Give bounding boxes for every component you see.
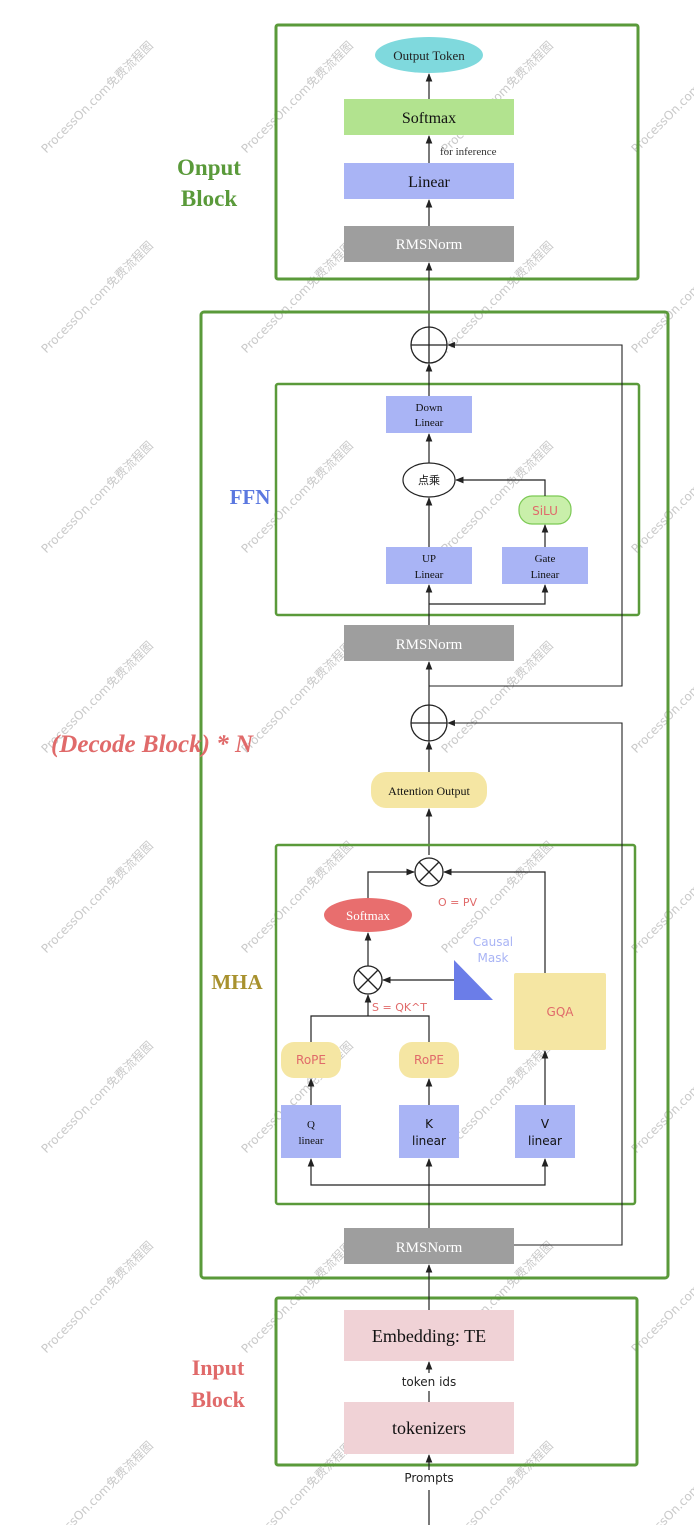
watermark-text: ProcessOn.com免费流程图 bbox=[38, 38, 156, 156]
watermark-text: ProcessOn.com免费流程图 bbox=[628, 438, 694, 556]
s-eq-label: S = QK^T bbox=[372, 1001, 427, 1014]
v-linear-label-1: V bbox=[541, 1117, 550, 1131]
down-linear-label-1: Down bbox=[416, 402, 443, 414]
v-linear-label-2: linear bbox=[528, 1134, 562, 1148]
output-rmsnorm-label: RMSNorm bbox=[396, 237, 463, 253]
up-linear-label-2: Linear bbox=[415, 569, 444, 581]
watermark-text: ProcessOn.com免费流程图 bbox=[238, 38, 356, 156]
causal-mask-shape bbox=[454, 960, 493, 1000]
k-linear-node bbox=[399, 1105, 459, 1158]
output-linear-node bbox=[344, 163, 514, 199]
input-block-label-1: Input bbox=[192, 1355, 245, 1380]
watermark-text: ProcessOn.com免费流程图 bbox=[38, 238, 156, 356]
output-softmax-label: Softmax bbox=[402, 110, 456, 127]
output-block-frame bbox=[274, 23, 640, 281]
inference-note: for inference bbox=[440, 146, 497, 158]
watermark-text: ProcessOn.com免费流程图 bbox=[628, 638, 694, 756]
down-linear-label-2: Linear bbox=[415, 417, 444, 429]
input-block-label-2: Block bbox=[191, 1387, 246, 1412]
rope-k-label: RoPE bbox=[414, 1053, 444, 1067]
mha-frame bbox=[274, 843, 637, 1206]
output-rmsnorm-node bbox=[344, 226, 514, 262]
watermark-text: ProcessOn.com免费流程图 bbox=[238, 1438, 356, 1525]
ffn-rmsnorm-node bbox=[344, 625, 514, 661]
rope-q-label: RoPE bbox=[296, 1053, 326, 1067]
ffn-rmsnorm-label: RMSNorm bbox=[396, 637, 463, 653]
gate-linear-label-1: Gate bbox=[535, 553, 556, 565]
input-block-frame bbox=[274, 1296, 639, 1467]
ffn-frame bbox=[274, 382, 641, 617]
q-linear-node bbox=[281, 1105, 341, 1158]
v-linear-node bbox=[515, 1105, 575, 1158]
gqa-node bbox=[514, 973, 606, 1050]
output-softmax-node bbox=[344, 99, 514, 135]
tokenizers-node bbox=[344, 1402, 514, 1454]
attention-output-node bbox=[371, 772, 487, 808]
q-linear-label-1: Q bbox=[307, 1119, 315, 1131]
attention-output-label: Attention Output bbox=[388, 784, 470, 798]
q-linear-label-2: linear bbox=[298, 1135, 323, 1147]
output-block-label-2: Block bbox=[181, 186, 237, 211]
causal-mask-label-1: Causal bbox=[473, 935, 513, 949]
silu-label: SiLU bbox=[532, 504, 558, 518]
watermark-text: ProcessOn.com免费流程图 bbox=[238, 238, 356, 356]
output-token-label: Output Token bbox=[393, 48, 465, 63]
mha-softmax-node bbox=[324, 898, 412, 932]
decode-block-frame bbox=[199, 310, 670, 1280]
k-linear-label-2: linear bbox=[412, 1134, 446, 1148]
rope-k-node bbox=[399, 1042, 459, 1078]
watermark-text: ProcessOn.com免费流程图 bbox=[238, 638, 356, 756]
rope-q-node bbox=[281, 1042, 341, 1078]
mha-rmsnorm-label: RMSNorm bbox=[396, 1240, 463, 1256]
decode-block-label: (Decode Block) * N bbox=[51, 731, 254, 758]
watermark-text: ProcessOn.com免费流程图 bbox=[38, 1038, 156, 1156]
embedding-label: Embedding: TE bbox=[372, 1326, 486, 1346]
watermark-text: ProcessOn.com免费流程图 bbox=[238, 838, 356, 956]
watermark-text: ProcessOn.com免费流程图 bbox=[38, 838, 156, 956]
prompts-label: Prompts bbox=[404, 1471, 453, 1485]
gate-linear-label-2: Linear bbox=[531, 569, 560, 581]
watermark-text: ProcessOn.com免费流程图 bbox=[38, 1238, 156, 1356]
output-token-node bbox=[375, 37, 483, 73]
o-eq-label: O = PV bbox=[438, 896, 478, 909]
up-linear-node bbox=[386, 547, 472, 584]
gate-linear-node bbox=[502, 547, 588, 584]
embedding-node bbox=[344, 1310, 514, 1361]
up-linear-label-1: UP bbox=[422, 553, 436, 565]
gqa-label: GQA bbox=[547, 1005, 575, 1019]
watermark-text: ProcessOn.com免费流程图 bbox=[38, 1438, 156, 1525]
mha-rmsnorm-node bbox=[344, 1228, 514, 1264]
mha-softmax-label: Softmax bbox=[346, 908, 391, 923]
dot-mul-label: 点乘 bbox=[418, 474, 440, 487]
watermark-text: ProcessOn.com免费流程图 bbox=[628, 838, 694, 956]
mha-label: MHA bbox=[211, 970, 263, 994]
ffn-label: FFN bbox=[230, 485, 271, 509]
output-block-label-1: Onput bbox=[177, 155, 241, 180]
causal-mask-label-2: Mask bbox=[478, 951, 509, 965]
watermark-text: ProcessOn.com免费流程图 bbox=[38, 438, 156, 556]
token-ids-label: token ids bbox=[402, 1375, 457, 1389]
down-linear-node bbox=[386, 396, 472, 433]
k-linear-label-1: K bbox=[425, 1117, 434, 1131]
tokenizers-label: tokenizers bbox=[392, 1418, 466, 1438]
output-linear-label: Linear bbox=[408, 174, 450, 191]
watermark-text: ProcessOn.com免费流程图 bbox=[628, 1038, 694, 1156]
